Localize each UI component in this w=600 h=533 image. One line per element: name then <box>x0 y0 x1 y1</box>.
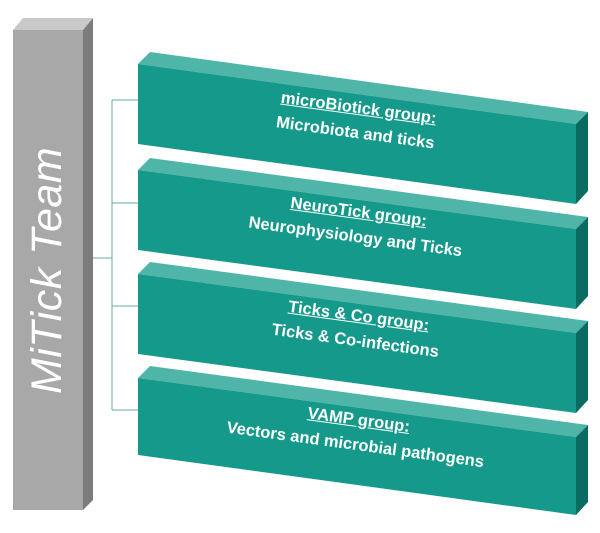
team-pillar-side <box>83 18 93 510</box>
team-pillar <box>13 18 93 510</box>
group-box-face <box>138 170 576 309</box>
team-pillar-top <box>13 18 93 30</box>
group-box-side <box>576 321 588 413</box>
group-box-side <box>576 217 588 309</box>
group-box-side <box>576 112 588 204</box>
group-box-top <box>138 158 588 229</box>
group-box-neurotick <box>138 158 588 309</box>
group-box-side <box>576 425 588 515</box>
group-box-ticks-co <box>138 262 588 413</box>
group-box-top <box>138 262 588 333</box>
group-box-top <box>138 366 588 437</box>
team-pillar-face <box>13 30 83 510</box>
group-box-face <box>138 378 576 515</box>
group-box-vamp <box>138 366 588 515</box>
group-box-top <box>138 52 588 124</box>
connector-bracket <box>93 99 138 411</box>
group-box-face <box>138 274 576 413</box>
group-box-face <box>138 64 576 204</box>
group-box-microbiotick <box>138 52 588 204</box>
